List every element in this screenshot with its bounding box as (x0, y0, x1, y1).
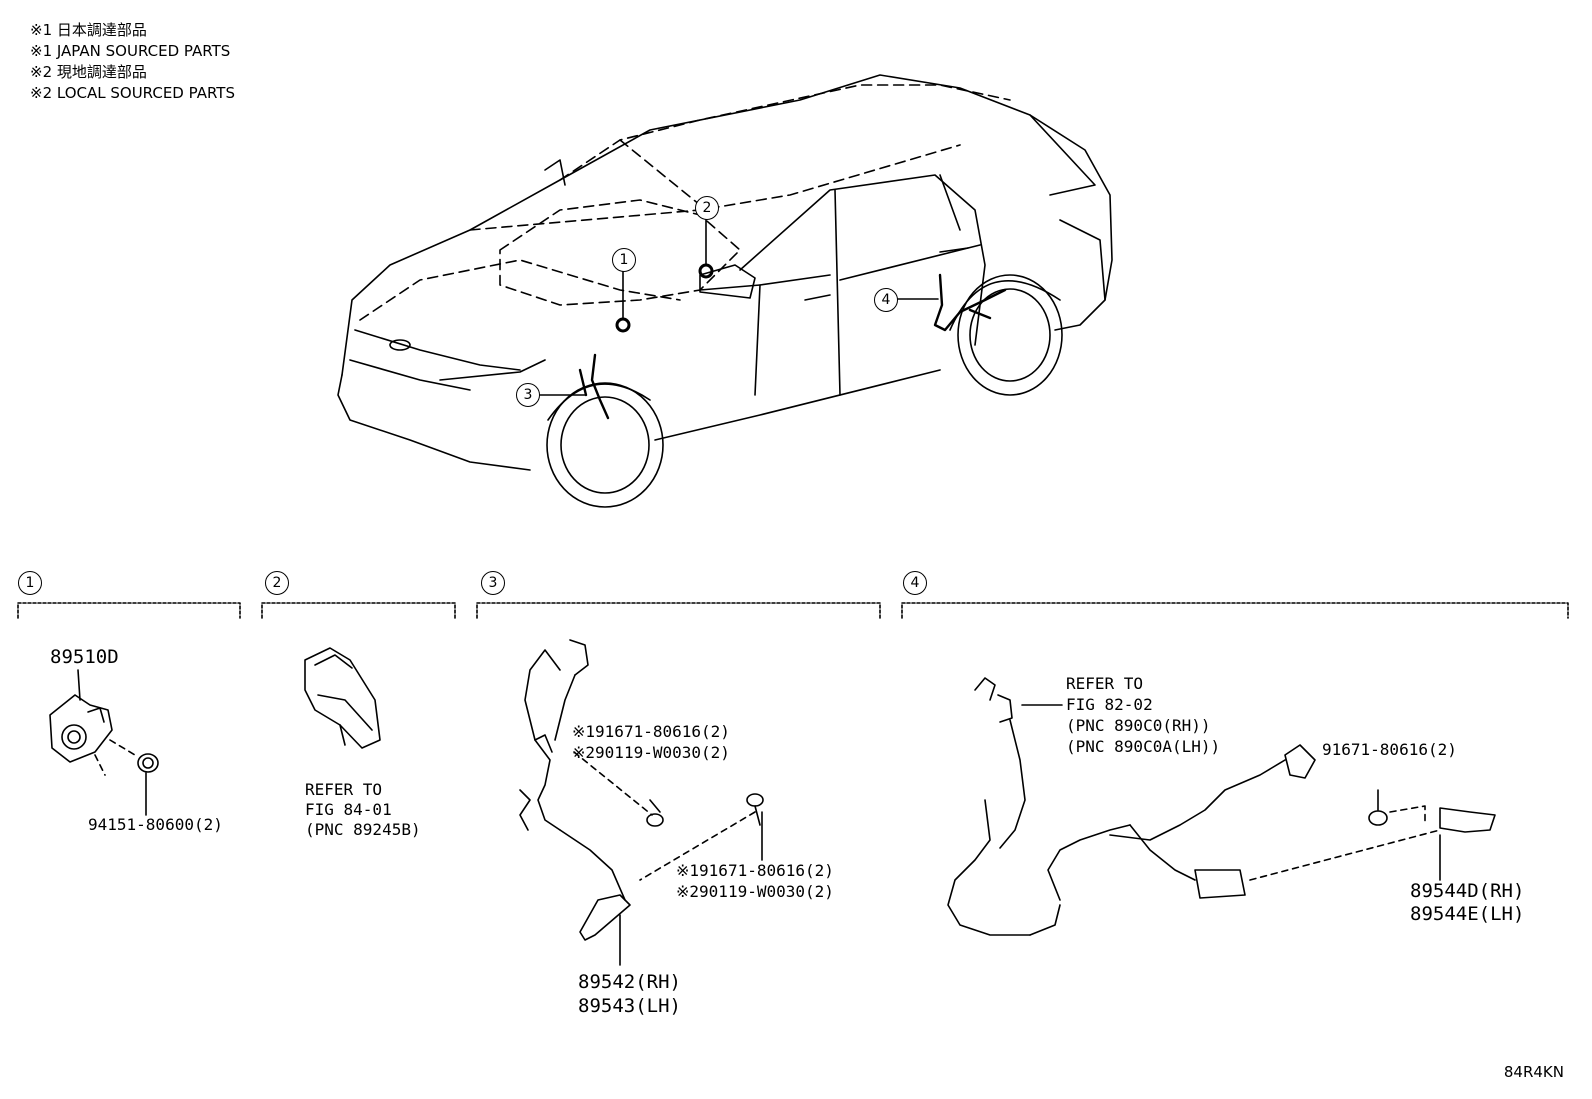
part-number-clip: 94151-80600(2) (88, 815, 223, 834)
illustration-code: 84R4KN (1503, 1063, 1564, 1081)
note-2-en: ※2 LOCAL SOURCED PARTS (30, 84, 235, 102)
overview-callout-3: 3 (516, 383, 540, 407)
section-brackets (17, 602, 1569, 619)
note-2-jp: ※2 現地調達部品 (30, 63, 147, 81)
refer-to-label-4: REFER TO (1066, 674, 1144, 693)
section-2-artwork (304, 647, 381, 749)
refer-pnc-rh-label: (PNC 890C0(RH)) (1066, 716, 1211, 735)
section-1-artwork (49, 669, 159, 816)
front-sensor-rh: 89542(RH) (578, 971, 681, 993)
bolt-bottom-jp-part: ※191671-80616(2) (676, 861, 834, 880)
bolt-top-jp-part: ※191671-80616(2) (572, 722, 730, 741)
section-4-artwork (947, 677, 1496, 936)
overview-callout-4: 4 (874, 288, 898, 312)
section-2-number: 2 (265, 571, 289, 595)
front-sensor-lh: 89543(LH) (578, 995, 681, 1017)
refer-pnc-label: (PNC 89245B) (305, 820, 421, 839)
vehicle-illustration (337, 74, 1113, 508)
bolt-top-local-part: ※290119-W0030(2) (572, 743, 730, 762)
overview-callout-1: 1 (612, 248, 636, 272)
part-number-89510d: 89510D (50, 646, 119, 668)
refer-to-label: REFER TO (305, 780, 383, 799)
rear-sensor-rh: 89544D(RH) (1410, 880, 1525, 902)
section-3-artwork (519, 639, 764, 966)
refer-fig-label: FIG 84-01 (305, 800, 392, 819)
bolt-bottom-local-part: ※290119-W0030(2) (676, 882, 834, 901)
note-1-en: ※1 JAPAN SOURCED PARTS (30, 42, 231, 60)
section-3-number: 3 (481, 571, 505, 595)
section-1-number: 1 (18, 571, 42, 595)
source-notes: ※1 日本調達部品 ※1 JAPAN SOURCED PARTS ※2 現地調達… (30, 20, 235, 104)
rear-bolt-part: 91671-80616(2) (1322, 740, 1457, 759)
refer-fig-label-4: FIG 82-02 (1066, 695, 1153, 714)
rear-sensor-lh: 89544E(LH) (1410, 903, 1525, 925)
overview-callout-2: 2 (695, 196, 719, 220)
section-4-number: 4 (903, 571, 927, 595)
note-1-jp: ※1 日本調達部品 (30, 21, 147, 39)
refer-pnc-lh-label: (PNC 890C0A(LH)) (1066, 737, 1221, 756)
